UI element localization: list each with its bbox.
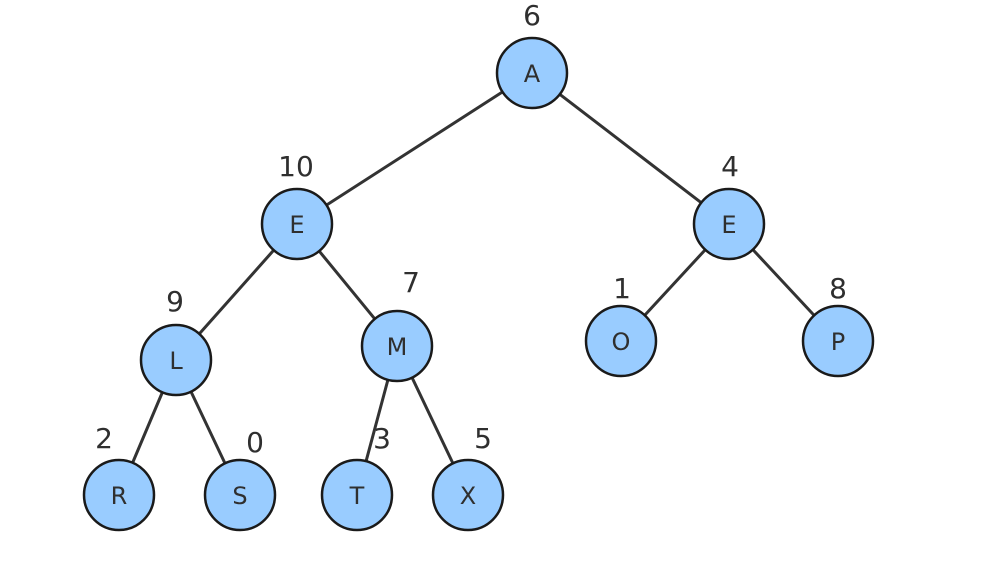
node-number-label: 6	[523, 0, 541, 32]
tree-node: X	[431, 458, 505, 532]
node-number-label: 10	[278, 150, 314, 183]
tree-edge	[558, 92, 703, 205]
node-number-label: 0	[246, 426, 264, 459]
node-number-label: 7	[402, 266, 420, 299]
node-circle	[495, 36, 569, 110]
tree-edge	[410, 376, 455, 465]
tree-node: T	[320, 458, 394, 532]
tree-node: P	[801, 304, 875, 378]
node-circle	[431, 458, 505, 532]
tree-edge	[197, 248, 276, 336]
node-number-label: 2	[95, 422, 113, 455]
node-circle	[801, 304, 875, 378]
tree-node: E	[692, 187, 766, 261]
tree-edge	[751, 248, 816, 317]
node-label: S	[232, 482, 247, 510]
node-label: X	[460, 482, 476, 510]
tree-edge	[324, 90, 505, 207]
node-label: A	[524, 60, 541, 88]
tree-edge	[317, 249, 377, 321]
node-label: E	[289, 211, 304, 239]
edges-layer	[131, 90, 816, 465]
tree-node: M	[360, 309, 434, 383]
tree-node: R	[82, 458, 156, 532]
node-circle	[584, 304, 658, 378]
node-circle	[139, 323, 213, 397]
node-number-label: 9	[166, 285, 184, 318]
node-label: R	[111, 482, 128, 510]
node-label: P	[831, 328, 845, 356]
node-circle	[82, 458, 156, 532]
tree-edge	[131, 390, 164, 465]
node-label: M	[387, 333, 408, 361]
node-number-label: 5	[474, 422, 492, 455]
node-number-label: 8	[829, 272, 847, 305]
tree-node: A	[495, 36, 569, 110]
tree-edge	[364, 378, 390, 463]
node-circle	[360, 309, 434, 383]
tree-edge	[643, 248, 707, 317]
nodes-layer: A E E L M O P R S T X	[82, 36, 875, 532]
node-number-label: 4	[721, 150, 739, 183]
node-circle	[260, 187, 334, 261]
node-circle	[320, 458, 394, 532]
node-label: L	[169, 347, 183, 375]
node-number-label: 1	[613, 272, 631, 305]
numbers-layer: 6 10 4 9 7 1 8 2 0 3 5	[95, 0, 847, 459]
node-circle	[203, 458, 277, 532]
node-label: O	[612, 328, 631, 356]
node-circle	[692, 187, 766, 261]
tree-node: E	[260, 187, 334, 261]
node-label: T	[349, 482, 365, 510]
tree-node: S	[203, 458, 277, 532]
tree-node: O	[584, 304, 658, 378]
node-label: E	[721, 211, 736, 239]
tree-node: L	[139, 323, 213, 397]
node-number-label: 3	[373, 422, 391, 455]
tree-edge	[189, 390, 227, 465]
